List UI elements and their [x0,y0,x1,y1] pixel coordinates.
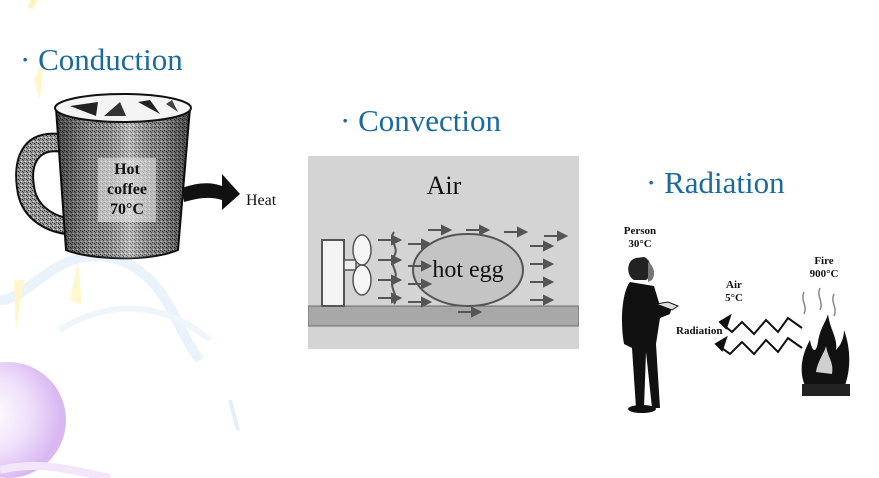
hot-egg [412,233,524,307]
airflow-arrows [378,224,569,318]
fire-temp: 900°C [810,268,839,280]
mug-rim [54,93,192,123]
fan-stand [321,239,345,307]
hot-egg-label: hot egg [432,257,503,283]
fan-blade-top [352,234,372,266]
heading-convection: · Convection [340,103,501,138]
mug-label-line1: Hot [114,161,140,178]
heading-radiation: · Radiation [646,165,785,200]
convection-diagram: Air hot egg [308,156,579,349]
radiation-label: Radiation [676,325,722,337]
conduction-diagram: Hot coffee 70°C Heat [15,93,277,260]
heat-label: Heat [246,192,277,209]
mug-label-line2: coffee [107,181,147,198]
person-label: Person [624,225,656,237]
person-temp: 30°C [628,238,651,250]
heading-conduction: · Conduction [20,42,183,77]
fire-figure [801,287,850,396]
mug-label-line3: 70°C [110,201,144,218]
fire-label: Fire [814,255,833,267]
radiation-diagram: Person 30°C Air 5°C Radiation Fire 900°C [622,225,850,413]
fan-blade-bottom [352,264,372,296]
air-temp: 5°C [725,292,743,304]
convection-air-label: Air [427,171,462,200]
person-figure [622,257,680,413]
heat-arrow [182,174,240,210]
radiation-arrows [714,313,803,356]
air-label: Air [726,279,742,291]
